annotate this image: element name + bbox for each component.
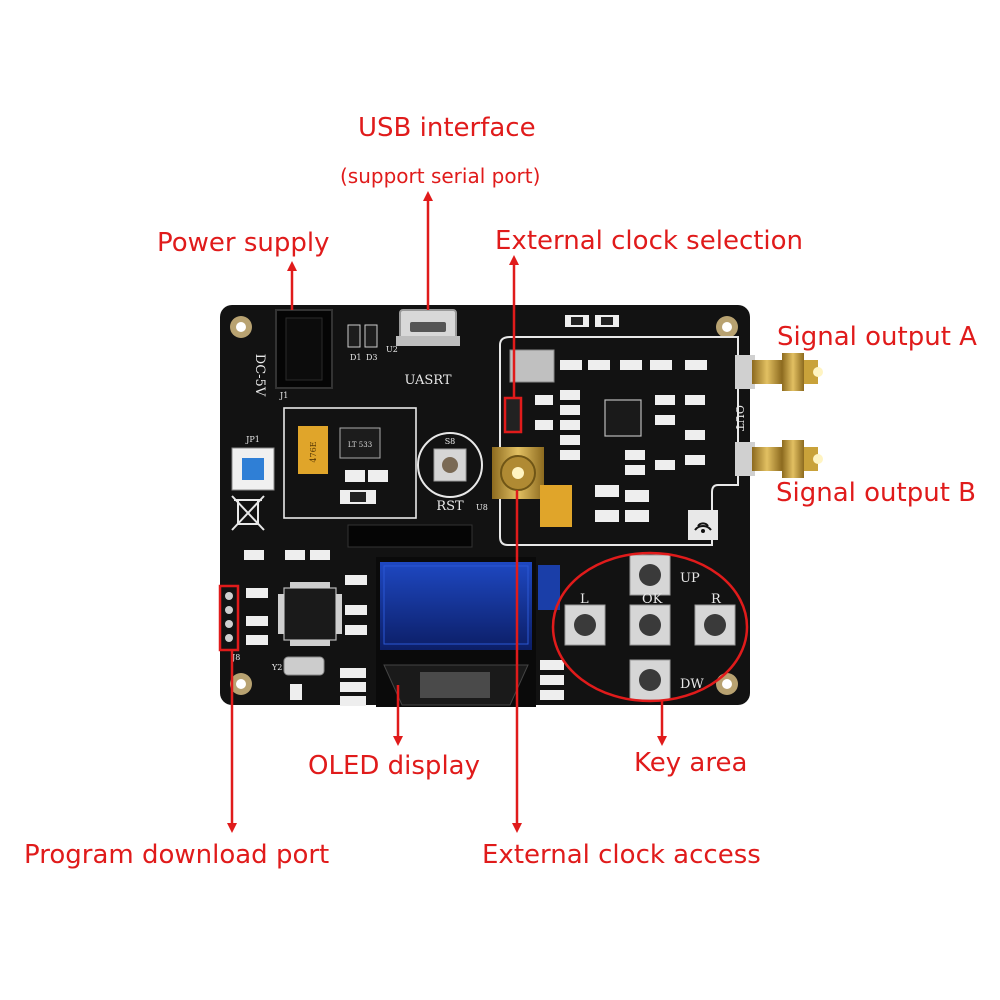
silk-j1: J1 <box>279 391 288 400</box>
power-section-outline <box>283 407 417 519</box>
label-signal-output-a: Signal output A <box>777 322 977 352</box>
silk-chip-text: LT 533 <box>348 441 372 449</box>
rf-section-outline <box>499 336 739 546</box>
silk-d1: D1 <box>350 353 362 362</box>
silk-ok: OK <box>642 592 663 607</box>
label-usb-interface: USB interface <box>358 113 536 143</box>
silk-dw: DW <box>680 677 704 692</box>
silk-s8: S8 <box>445 437 456 446</box>
signal-output-a-sma <box>735 353 823 391</box>
silk-cap-text: 476E <box>309 441 318 462</box>
jp1-switch <box>231 447 275 491</box>
mcu-chip <box>278 582 342 646</box>
dds-chip <box>604 399 642 437</box>
silk-u2: U2 <box>386 345 398 354</box>
silk-uasrt: UASRT <box>404 373 451 388</box>
rst-button <box>417 432 483 498</box>
silk-d3: D3 <box>366 353 378 362</box>
silk-r: R <box>711 592 722 607</box>
mounting-holes <box>230 316 738 695</box>
silk-up: UP <box>680 571 700 586</box>
program-download-header <box>218 584 240 652</box>
label-power-supply: Power supply <box>157 228 330 258</box>
signal-output-b-sma <box>735 440 823 478</box>
wifi-antenna-icon <box>688 510 718 540</box>
silk-j8: J8 <box>231 653 240 662</box>
weee-bin-icon <box>231 495 265 531</box>
silk-l: L <box>580 592 589 607</box>
label-key-area: Key area <box>634 748 748 778</box>
silk-rst: RST <box>436 499 464 514</box>
tantalum-capacitor: 476E <box>298 426 328 474</box>
crystal-oscillator <box>509 349 555 383</box>
label-program-download-port: Program download port <box>24 840 330 870</box>
power-jack <box>275 309 333 389</box>
silk-jp1: JP1 <box>245 435 260 444</box>
label-external-clock-selection: External clock selection <box>495 226 804 256</box>
oled-display <box>376 557 536 707</box>
annotation-arrows <box>227 191 667 833</box>
silk-out: OUT <box>733 405 746 431</box>
ext-clock-sma <box>492 447 544 499</box>
silk-u8: U8 <box>476 503 488 512</box>
label-oled-display: OLED display <box>308 751 480 781</box>
silk-y2: Y2 <box>271 663 282 672</box>
label-usb-subtitle: (support serial port) <box>340 164 541 188</box>
rf-passives <box>535 360 707 522</box>
usb-connector <box>396 309 460 346</box>
silk-dc5v: DC-5V <box>252 354 267 397</box>
label-external-clock-access: External clock access <box>482 840 761 870</box>
label-signal-output-b: Signal output B <box>776 478 976 508</box>
key-area-outline <box>551 551 749 703</box>
pcb-board: DC-5V J1 D1 D3 U2 UASRT 476E LT 533 <box>218 305 823 707</box>
key-area-buttons <box>564 554 736 701</box>
ext-clock-jumper <box>503 396 523 434</box>
